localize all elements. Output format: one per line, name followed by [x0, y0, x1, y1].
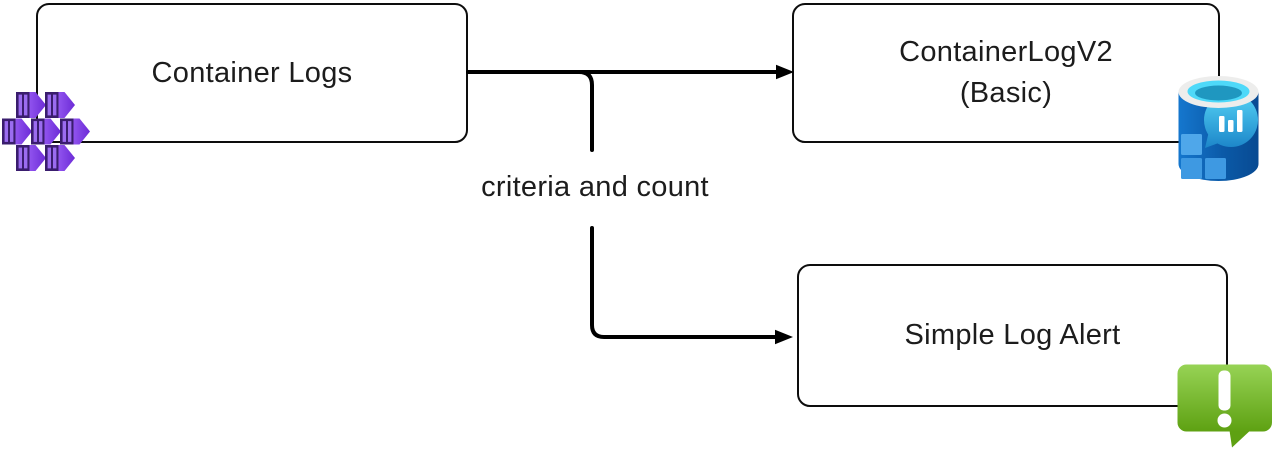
containers-icon — [2, 92, 90, 171]
node-simple-log-alert: Simple Log Alert — [797, 264, 1228, 407]
node-containerlogv2-label-line1: ContainerLogV2 — [899, 36, 1113, 68]
arrowhead-simplelogalert — [775, 329, 793, 345]
edge-branch-upper — [577, 70, 594, 152]
node-container-logs-label: Container Logs — [151, 56, 353, 89]
log-analytics-workspace-icon — [1178, 76, 1259, 181]
node-simple-log-alert-label: Simple Log Alert — [904, 319, 1121, 351]
node-containerlogv2-label-line2: (Basic) — [959, 77, 1053, 109]
edge-label-criteria-and-count: criteria and count — [481, 171, 709, 203]
edge-branch-to-simplelogalert — [590, 226, 779, 339]
node-containerlogv2: ContainerLogV2 (Basic) — [792, 3, 1220, 143]
node-container-logs: Container Logs — [36, 3, 468, 143]
alert-icon — [1177, 364, 1272, 448]
